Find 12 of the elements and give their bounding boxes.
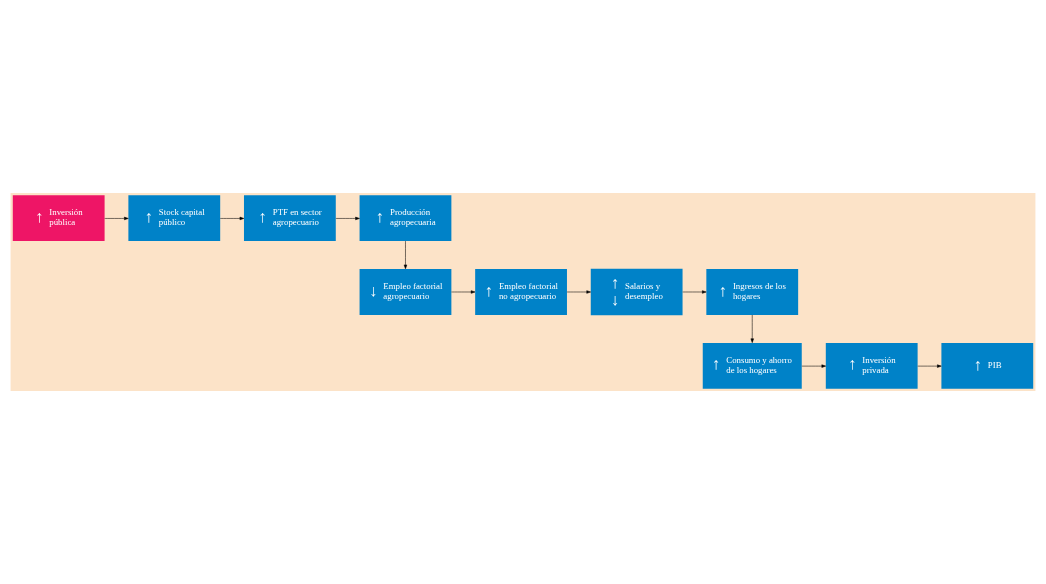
node-box: ↑ PIB: [941, 342, 1034, 389]
arrow: [566, 290, 591, 294]
arrow: [682, 290, 707, 294]
arrow: [220, 216, 245, 221]
arrow: [917, 364, 942, 368]
arrow: [104, 216, 129, 221]
arrow: [451, 290, 476, 294]
arrow: [801, 364, 826, 368]
arrow: [403, 240, 408, 270]
arrow: [750, 314, 754, 343]
node-box: ↑ ↓ Salarios y desempleo: [590, 268, 683, 316]
arrow: [335, 216, 360, 221]
